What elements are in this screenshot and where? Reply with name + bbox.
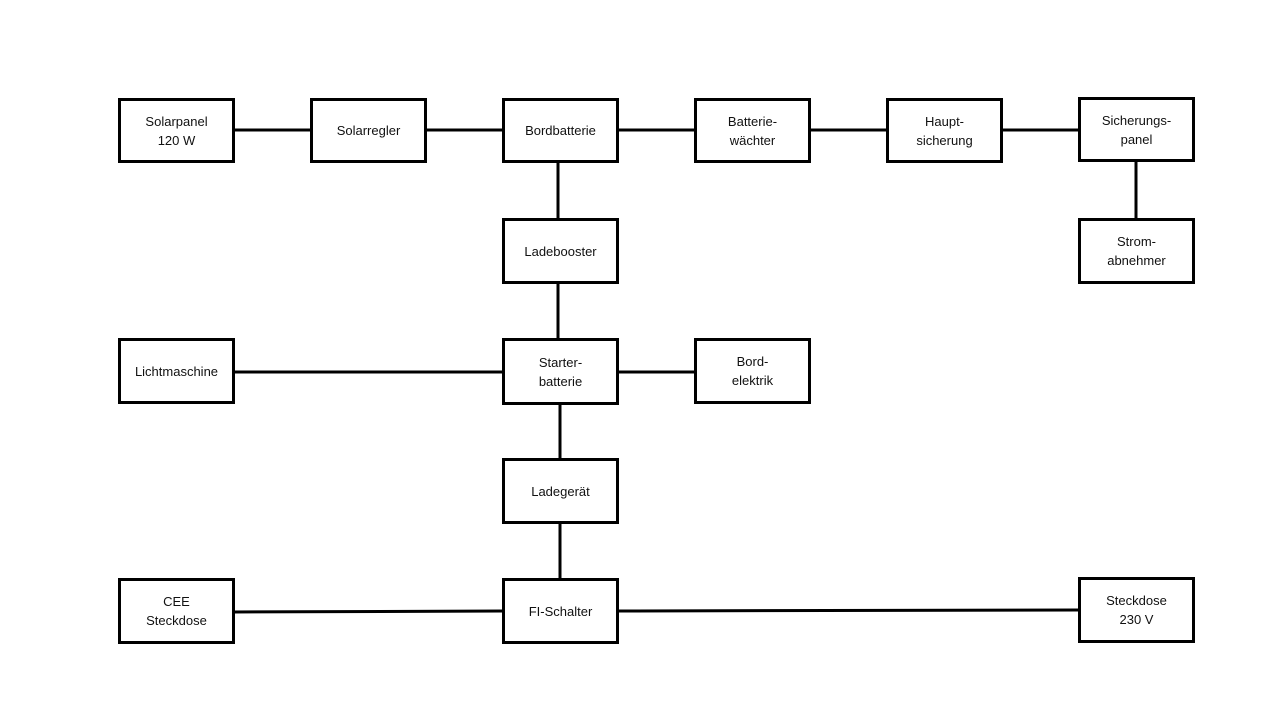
node-label: CEE Steckdose — [146, 594, 207, 628]
node-label: Lichtmaschine — [134, 363, 219, 379]
node-label: Haupt- sicherung — [916, 113, 973, 148]
node-starterbatterie: Starter- batterie — [502, 338, 619, 405]
node-solarregler: Solarregler — [310, 98, 427, 163]
node-ladebooster: Ladebooster — [502, 218, 619, 284]
node-label: Bordbatterie — [525, 123, 596, 138]
node-sicherungspanel: Sicherungs- panel — [1078, 97, 1195, 162]
node-steckdose-230: Steckdose 230 V — [1078, 577, 1195, 643]
node-label: Solarregler — [336, 123, 401, 138]
node-label: Batterie- wächter — [727, 113, 778, 148]
node-label: Bord- elektrik — [731, 354, 774, 388]
node-label: Strom- abnehmer — [1107, 234, 1166, 268]
connector-cee-steckdose-fi-schalter — [232, 609, 504, 614]
node-label: Ladebooster — [524, 243, 597, 259]
node-stromabnehmer: Strom- abnehmer — [1078, 218, 1195, 284]
node-batteriewaechter: Batterie- wächter — [694, 98, 811, 163]
node-cee-steckdose: CEE Steckdose — [118, 578, 235, 644]
node-bordelektrik: Bord- elektrik — [694, 338, 811, 404]
node-label: Steckdose 230 V — [1106, 593, 1167, 627]
connector-fi-schalter-steckdose-230 — [616, 608, 1080, 613]
node-label: FI-Schalter — [528, 603, 593, 619]
node-hauptsicherung: Haupt- sicherung — [886, 98, 1003, 163]
node-label: Sicherungs- panel — [1101, 112, 1172, 147]
node-label: Ladegerät — [531, 483, 590, 499]
node-label: Starter- batterie — [538, 354, 583, 389]
node-bordbatterie: Bordbatterie — [502, 98, 619, 163]
node-lichtmaschine: Lichtmaschine — [118, 338, 235, 404]
node-fi-schalter: FI-Schalter — [502, 578, 619, 644]
node-solarpanel: Solarpanel 120 W — [118, 98, 235, 163]
node-ladegeraet: Ladegerät — [502, 458, 619, 524]
node-label: Solarpanel 120 W — [145, 113, 208, 148]
